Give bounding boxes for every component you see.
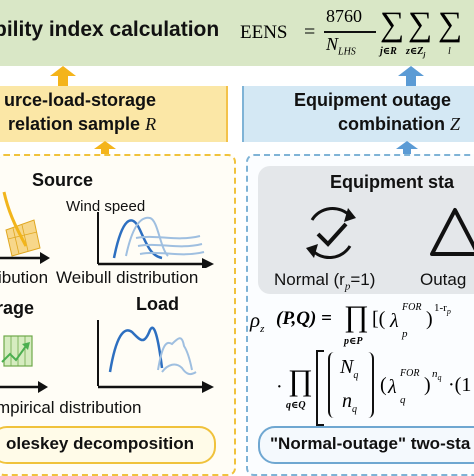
wind-speed-label: Wind speed — [66, 198, 146, 215]
n-q: nq — [342, 390, 357, 415]
rho-args: (P,Q) = — [276, 308, 332, 329]
rho: ρz — [250, 308, 265, 336]
wind-chart — [97, 212, 214, 268]
weibull-label: Weibull distribution — [56, 268, 199, 287]
sample-band-line1: urce-load-storage — [4, 90, 157, 110]
probability-formula: ρz (P,Q) = ∏ p∈P [( λ FOR p ) 1-rp · ∏ q… — [250, 298, 474, 426]
arrow-up-blue-icon — [398, 66, 424, 88]
arrow-up-yellow-icon — [94, 141, 116, 155]
fraction-bar — [324, 31, 376, 33]
normal-status-icon — [306, 206, 356, 260]
solar-panel-icon — [2, 191, 41, 257]
paren-close: ) — [426, 308, 433, 330]
sum-symbol-1: ∑ — [380, 6, 405, 43]
lambda-q-sup: FOR — [400, 368, 420, 379]
cholesky-label: oleskey decomposition — [6, 434, 194, 453]
exponent-2: nq — [432, 368, 442, 383]
N-q: Nq — [340, 356, 359, 381]
bracket-open: [( — [372, 308, 386, 330]
big-bracket-left — [316, 350, 324, 426]
lambda-p: λ — [390, 310, 399, 332]
lambda-p-sub: p — [402, 328, 408, 340]
cholesky-pill — [0, 426, 216, 464]
equipment-status-panel — [258, 166, 474, 294]
axis-arrow-icon — [0, 252, 50, 264]
normal-label: Normal (rp=1) — [274, 270, 376, 293]
warning-triangle-icon — [430, 208, 474, 256]
eens-lhs: EENS — [240, 22, 288, 43]
lambda-q: λ — [388, 376, 397, 398]
combination-band-line1: Equipment outage — [294, 90, 451, 110]
sample-band-line2: relation sample R — [8, 114, 157, 134]
sum-sub-1: j∈R — [380, 46, 397, 57]
sum-symbol-3: ∑ — [438, 6, 463, 43]
formula-tail: ·(1 — [448, 374, 472, 396]
eens-formula: EENS = 8760 NLHS ∑ j∈R ∑ z∈Zj ∑ l — [240, 4, 474, 66]
two-state-pill — [258, 426, 474, 464]
sample-band — [0, 86, 228, 142]
lambda-q-sub: q — [400, 394, 406, 406]
storage-label: rage — [0, 298, 35, 318]
big-paren-right — [362, 352, 374, 418]
load-label: Load — [136, 294, 179, 314]
arrow-up-blue-icon — [396, 141, 418, 155]
title-band — [0, 0, 474, 66]
outage-label: Outag — [420, 270, 467, 289]
eens-numerator: 8760 — [326, 6, 362, 26]
axis-arrow-icon — [0, 381, 214, 393]
combination-band — [242, 86, 474, 142]
equipment-status-title: Equipment sta — [330, 172, 455, 192]
sum-symbol-2: ∑ — [408, 6, 433, 43]
lambda-p-sup: FOR — [402, 302, 422, 313]
storage-icon — [1, 335, 33, 367]
paren-close-2: ) — [424, 374, 431, 396]
page-title: bility index calculation — [0, 18, 220, 41]
product-sub-2: q∈Q — [286, 400, 306, 411]
product-sub-1: p∈P — [344, 336, 363, 347]
two-state-label: "Normal-outage" two-sta — [270, 434, 471, 453]
paren-open-2: ( — [380, 374, 387, 396]
sum-sub-3: l — [448, 46, 451, 57]
empirical-label: mpirical distribution — [0, 398, 142, 417]
eens-denominator: NLHS — [326, 34, 356, 58]
dot-operator: · — [276, 376, 283, 398]
product-symbol-2: ∏ — [288, 364, 313, 397]
source-label: Source — [32, 170, 94, 190]
load-chart — [97, 320, 197, 386]
eens-equals: = — [304, 21, 316, 43]
big-paren-left — [328, 352, 340, 418]
combination-band-line2: combination Z — [338, 114, 461, 134]
exponent-1: 1-rp — [434, 302, 451, 317]
source-distribution-label: ibution — [0, 268, 49, 287]
sum-sub-2: z∈Zj — [406, 46, 426, 59]
product-symbol-1: ∏ — [344, 300, 369, 333]
arrow-up-yellow-icon — [50, 66, 76, 88]
